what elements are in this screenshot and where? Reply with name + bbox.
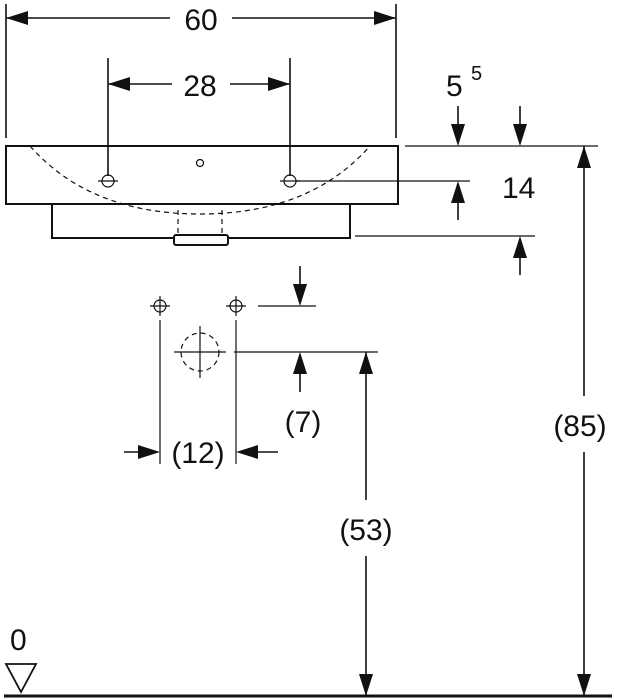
dim-supply-spacing bbox=[124, 445, 278, 459]
label-tap-hole-spacing: 28 bbox=[183, 70, 216, 103]
floor-level-triangle-icon bbox=[4, 663, 38, 694]
waste-outline bbox=[177, 210, 223, 238]
label-height-total: (85) bbox=[553, 410, 606, 443]
label-overall-width: 60 bbox=[184, 4, 217, 37]
waste-outlet bbox=[173, 234, 229, 246]
label-floor-level: 0 bbox=[10, 624, 27, 657]
dim-waste-height bbox=[359, 352, 373, 696]
basin bbox=[5, 145, 399, 246]
dim-overall-width bbox=[5, 4, 397, 138]
label-rim-thickness-sup: 5 bbox=[471, 63, 482, 85]
basin-underbody bbox=[51, 203, 351, 239]
supply-left bbox=[150, 296, 170, 464]
label-supply-spacing: (12) bbox=[171, 437, 224, 470]
supply-right bbox=[226, 296, 316, 464]
label-waste-height: (53) bbox=[339, 514, 392, 547]
dim-supply-offset bbox=[293, 266, 307, 392]
label-depth-to-holes: 14 bbox=[502, 172, 535, 205]
dim-underbody-level bbox=[355, 235, 535, 275]
dim-tap-hole-spacing bbox=[107, 58, 291, 176]
label-rim-thickness: 5 bbox=[446, 70, 463, 103]
overflow-hole bbox=[195, 158, 205, 168]
basin-rim bbox=[5, 145, 399, 205]
dim-height-total bbox=[577, 146, 591, 696]
basin-bowl-outline bbox=[29, 145, 371, 215]
label-supply-offset: (7) bbox=[285, 406, 322, 439]
dim-depth-to-holes bbox=[296, 180, 470, 220]
waste-connection bbox=[174, 326, 378, 378]
dim-rim-thickness bbox=[405, 106, 598, 147]
